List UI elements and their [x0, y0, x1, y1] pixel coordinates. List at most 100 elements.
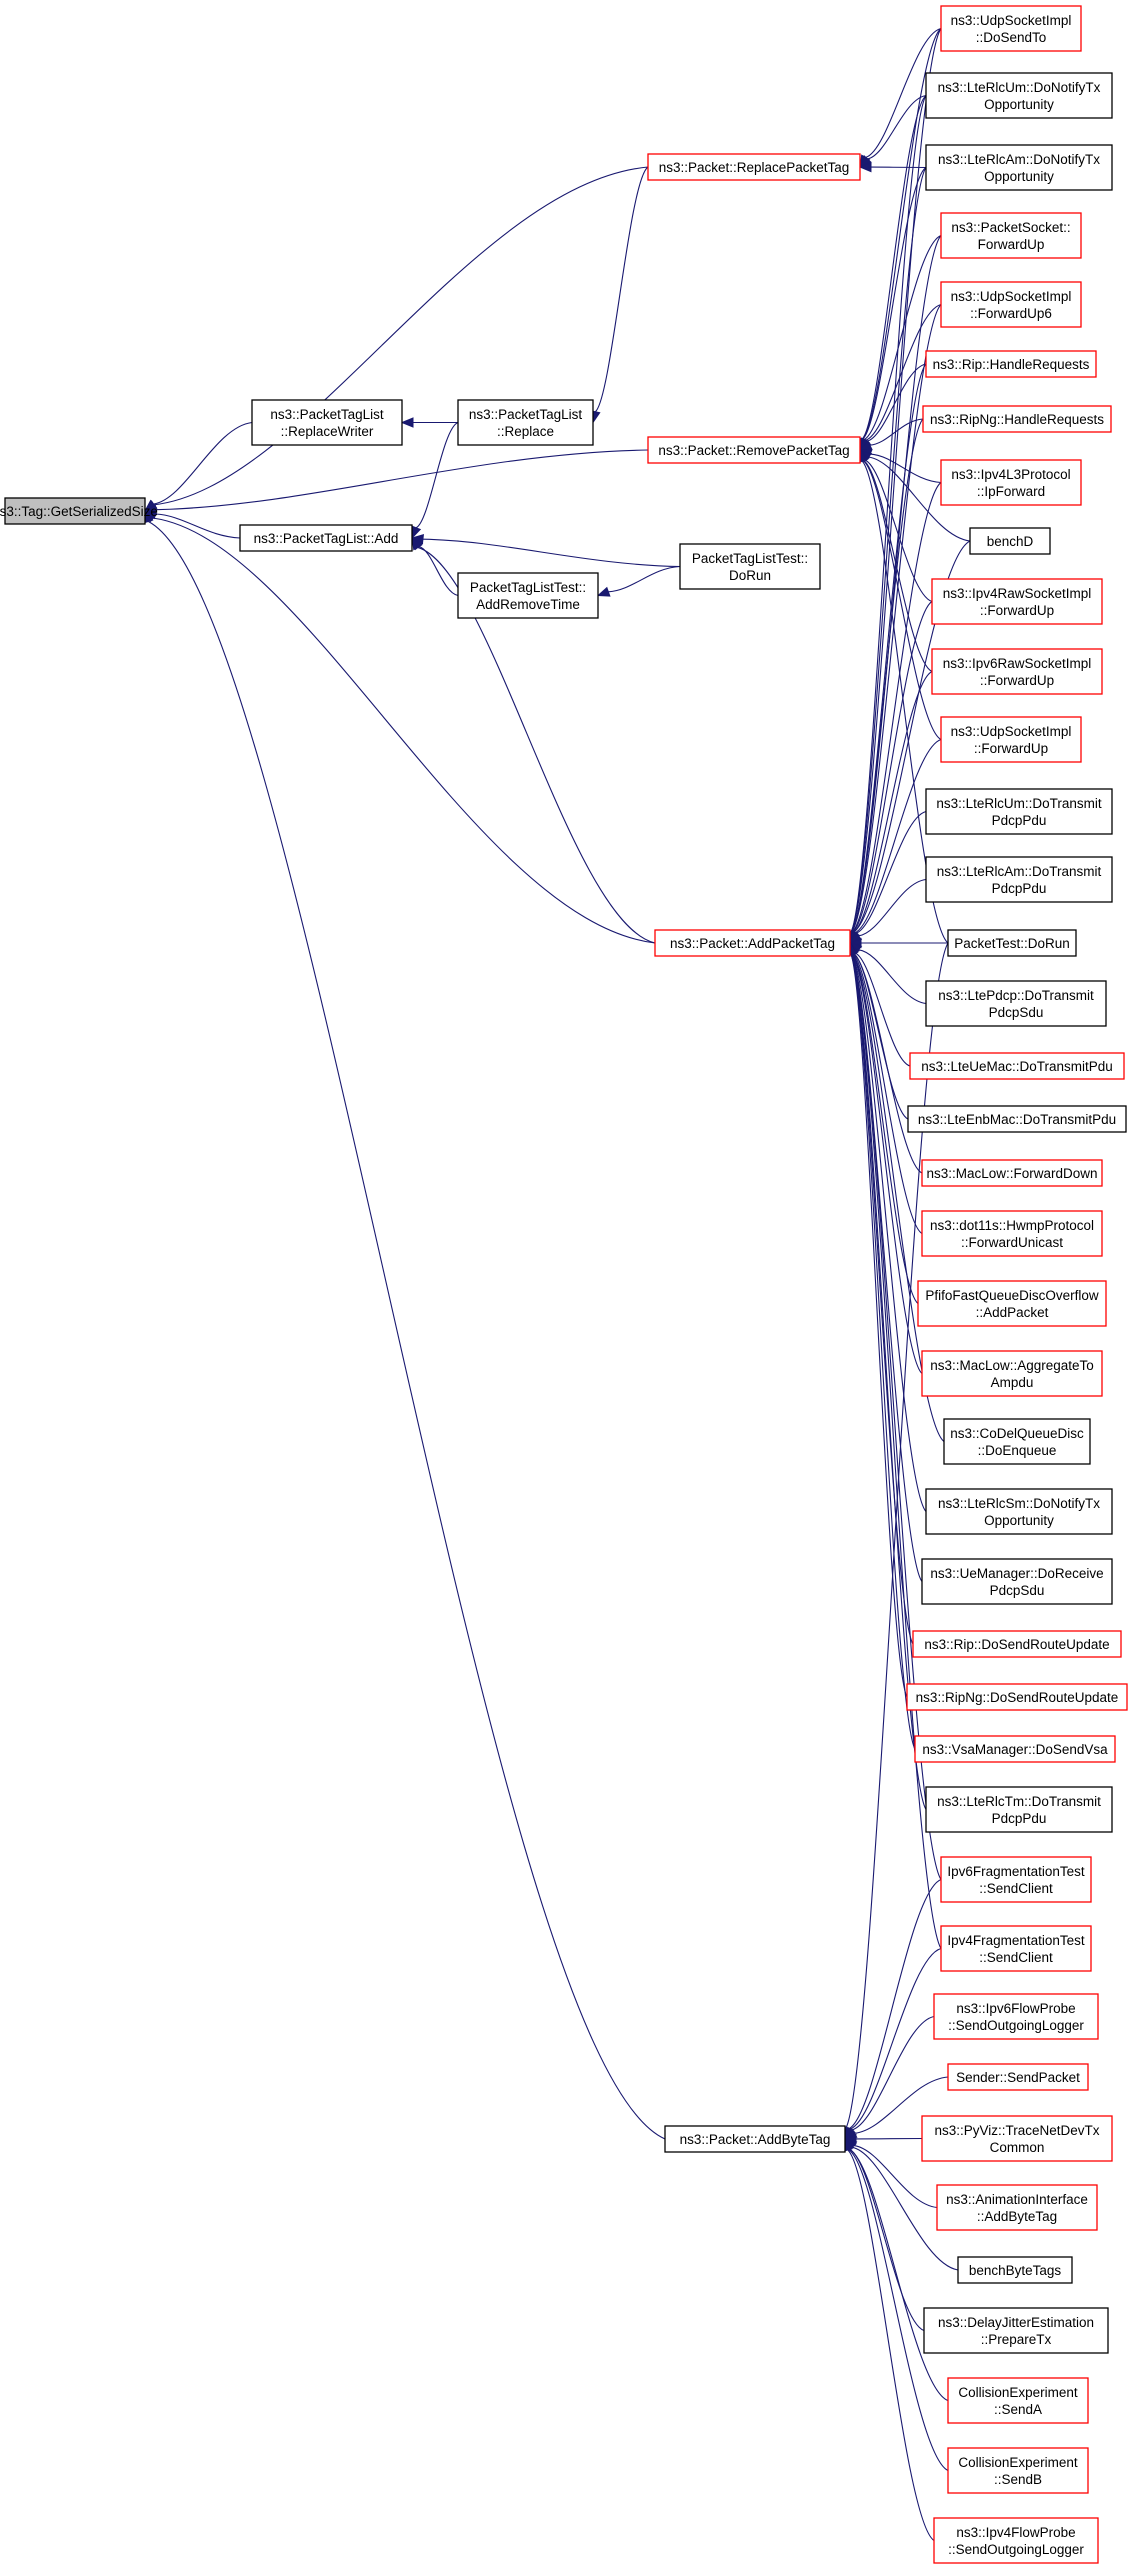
- function-node-vsa-dosend[interactable]: ns3::VsaManager::DoSendVsa: [914, 1735, 1116, 1763]
- function-node-ipv4frag-send[interactable]: Ipv4FragmentationTest::SendClient: [940, 1925, 1092, 1972]
- node-label: Ipv6FragmentationTest: [947, 1864, 1085, 1879]
- node-box: [947, 2377, 1089, 2424]
- function-node-removepackettag[interactable]: ns3::Packet::RemovePacketTag: [647, 436, 861, 464]
- call-edge: [866, 363, 927, 442]
- function-node-ipv6frag-send[interactable]: Ipv6FragmentationTest::SendClient: [940, 1856, 1092, 1903]
- arrow-head: [858, 161, 872, 173]
- function-node-benchbytetags[interactable]: benchByteTags: [957, 2256, 1073, 2284]
- function-node-ipv4l3-ipfwd[interactable]: ns3::Ipv4L3Protocol::IpForward: [940, 459, 1082, 506]
- node-box: [906, 1683, 1128, 1711]
- node-box: [925, 144, 1113, 191]
- node-box: [912, 1630, 1122, 1658]
- call-edge: [847, 2149, 935, 2541]
- call-edge: [870, 453, 942, 484]
- function-node-packetsocket-fwd[interactable]: ns3::PacketSocket::ForwardUp: [940, 212, 1082, 259]
- node-box: [925, 788, 1113, 835]
- function-node-packettest-dorun[interactable]: PacketTest::DoRun: [947, 929, 1077, 957]
- function-node-ipv6raw-fwd[interactable]: ns3::Ipv6RawSocketImpl::ForwardUp: [931, 648, 1103, 695]
- node-label: Opportunity: [984, 1513, 1054, 1528]
- node-label: ns3::Packet::AddByteTag: [680, 2132, 831, 2147]
- node-box: [921, 1210, 1103, 1257]
- function-node-root[interactable]: ns3::Tag::GetSerializedSize: [0, 497, 158, 525]
- function-node-udp-fwd[interactable]: ns3::UdpSocketImpl::ForwardUp: [940, 716, 1082, 763]
- node-label: ns3::LteRlcAm::DoTransmit: [937, 864, 1102, 879]
- call-edge: [861, 95, 927, 440]
- node-box: [957, 2256, 1073, 2284]
- function-node-rip-dosendroute[interactable]: ns3::Rip::DoSendRouteUpdate: [912, 1630, 1122, 1658]
- function-node-udp-fwd6[interactable]: ns3::UdpSocketImpl::ForwardUp6: [940, 281, 1082, 328]
- function-node-rip-handle[interactable]: ns3::Rip::HandleRequests: [925, 350, 1097, 378]
- call-edge: [868, 456, 971, 542]
- function-node-ptlt-addremovetime[interactable]: PacketTagListTest::AddRemoveTime: [457, 572, 599, 619]
- node-label: ns3::MacLow::AggregateTo: [930, 1358, 1094, 1373]
- function-node-pfifo-addpacket[interactable]: PfifoFastQueueDiscOverflow::AddPacket: [917, 1280, 1107, 1327]
- function-node-anim-addbyte[interactable]: ns3::AnimationInterface::AddByteTag: [936, 2184, 1098, 2231]
- call-edge: [847, 2149, 949, 2471]
- function-node-ptl-replacewriter[interactable]: ns3::PacketTagList::ReplaceWriter: [251, 399, 403, 446]
- node-box: [239, 524, 413, 552]
- function-node-ripng-handle[interactable]: ns3::RipNg::HandleRequests: [922, 405, 1112, 433]
- function-node-ptlt-dorun[interactable]: PacketTagListTest::DoRun: [679, 543, 821, 590]
- node-box: [925, 350, 1097, 378]
- node-box: [940, 1856, 1092, 1903]
- function-node-ipv6flow-send[interactable]: ns3::Ipv6FlowProbe::SendOutgoingLogger: [933, 1993, 1099, 2040]
- node-label: ns3::LteEnbMac::DoTransmitPdu: [918, 1112, 1116, 1127]
- function-node-collision-senda[interactable]: CollisionExperiment::SendA: [947, 2377, 1089, 2424]
- node-box: [917, 1280, 1107, 1327]
- node-label: ns3::PacketTagList: [469, 407, 583, 422]
- function-node-lteenbmac-dotx[interactable]: ns3::LteEnbMac::DoTransmitPdu: [907, 1105, 1127, 1133]
- node-box: [940, 212, 1082, 259]
- call-edge: [850, 953, 927, 1810]
- node-label: ns3::RipNg::HandleRequests: [930, 412, 1104, 427]
- call-edge: [415, 421, 459, 529]
- node-box: [647, 436, 861, 464]
- call-edge: [418, 546, 459, 597]
- node-box: [457, 399, 594, 446]
- function-node-addbytetag[interactable]: ns3::Packet::AddByteTag: [664, 2125, 846, 2153]
- node-label: ::ForwardUp6: [970, 306, 1052, 321]
- function-node-ipv4raw-fwd[interactable]: ns3::Ipv4RawSocketImpl::ForwardUp: [931, 578, 1103, 625]
- function-node-lteuemac-dotx[interactable]: ns3::LteUeMac::DoTransmitPdu: [909, 1052, 1125, 1080]
- function-node-delayjitter-prep[interactable]: ns3::DelayJitterEstimation::PrepareTx: [923, 2307, 1109, 2354]
- function-node-codel-enqueue[interactable]: ns3::CoDelQueueDisc::DoEnqueue: [943, 1418, 1091, 1465]
- function-node-collision-sendb[interactable]: CollisionExperiment::SendB: [947, 2447, 1089, 2494]
- node-label: ::ForwardUp: [980, 673, 1054, 688]
- node-label: ::ForwardUp: [980, 603, 1054, 618]
- call-edge: [851, 418, 924, 933]
- node-label: ns3::LteUeMac::DoTransmitPdu: [921, 1059, 1113, 1074]
- function-node-maclow-fwddown[interactable]: ns3::MacLow::ForwardDown: [921, 1159, 1103, 1187]
- function-node-sender-send[interactable]: Sender::SendPacket: [947, 2063, 1089, 2091]
- function-node-ptl-add[interactable]: ns3::PacketTagList::Add: [239, 524, 413, 552]
- function-node-ipv4flow-send[interactable]: ns3::Ipv4FlowProbe::SendOutgoingLogger: [933, 2517, 1099, 2564]
- node-label: CollisionExperiment: [958, 2455, 1078, 2470]
- call-edge: [867, 94, 927, 160]
- node-box: [925, 72, 1113, 119]
- function-node-ptl-replace[interactable]: ns3::PacketTagList::Replace: [457, 399, 594, 446]
- call-edge: [422, 538, 681, 568]
- node-box: [921, 1350, 1103, 1397]
- function-node-ripng-dosendroute[interactable]: ns3::RipNg::DoSendRouteUpdate: [906, 1683, 1128, 1711]
- node-label: ::AddPacket: [976, 1305, 1049, 1320]
- function-node-addpackettag[interactable]: ns3::Packet::AddPacketTag: [654, 929, 851, 957]
- function-node-benchd[interactable]: benchD: [969, 527, 1051, 555]
- node-label: PfifoFastQueueDiscOverflow: [925, 1288, 1099, 1303]
- function-node-hwmp-fwdunicast[interactable]: ns3::dot11s::HwmpProtocol::ForwardUnicas…: [921, 1210, 1103, 1257]
- node-label: ns3::Ipv6RawSocketImpl: [943, 656, 1092, 671]
- call-edge: [848, 2148, 949, 2402]
- node-box: [925, 856, 1113, 903]
- function-node-replacepackettag[interactable]: ns3::Packet::ReplacePacketTag: [647, 153, 861, 181]
- node-label: ::DoEnqueue: [978, 1443, 1057, 1458]
- call-edge: [848, 1878, 942, 2130]
- function-node-udp-dosendto[interactable]: ns3::UdpSocketImpl::DoSendTo: [940, 5, 1082, 52]
- call-edge: [849, 1947, 942, 2130]
